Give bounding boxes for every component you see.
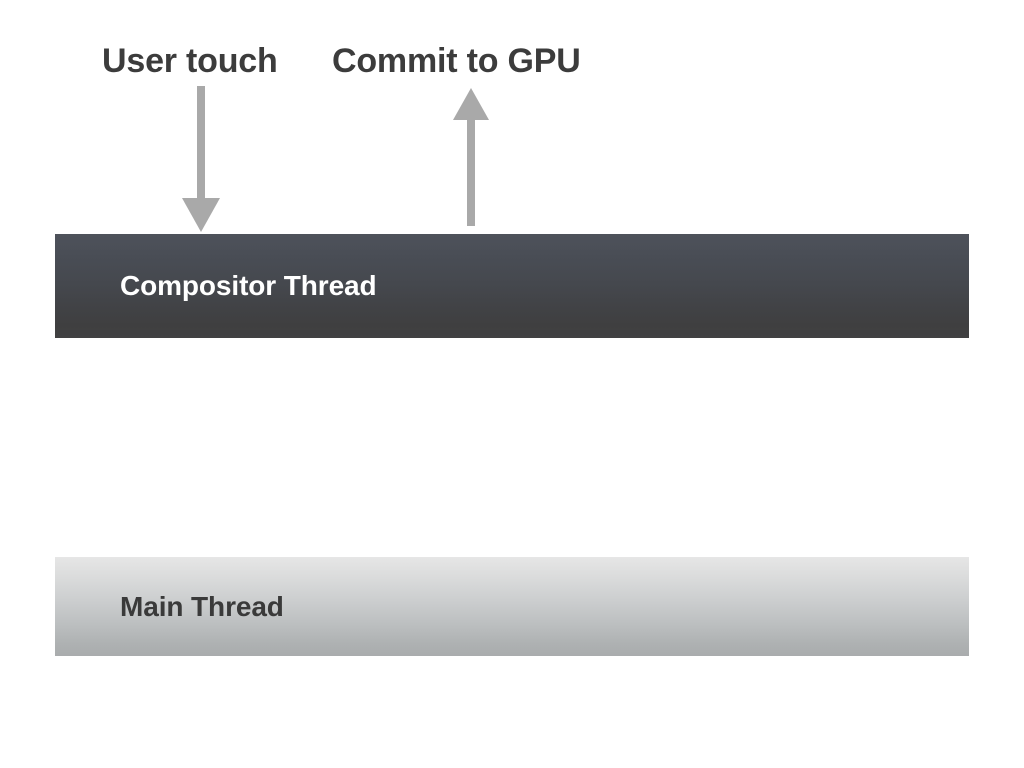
bar-compositor-thread-label: Compositor Thread <box>120 270 377 301</box>
arrow-up-icon <box>453 88 489 226</box>
arrow-down-icon <box>182 86 220 232</box>
label-user-touch: User touch <box>102 42 278 80</box>
label-commit-to-gpu: Commit to GPU <box>332 42 581 80</box>
bar-main-thread-label: Main Thread <box>120 590 284 622</box>
bar-main-thread: Main Thread <box>55 557 969 656</box>
bar-compositor-thread: Compositor Thread <box>55 234 969 338</box>
